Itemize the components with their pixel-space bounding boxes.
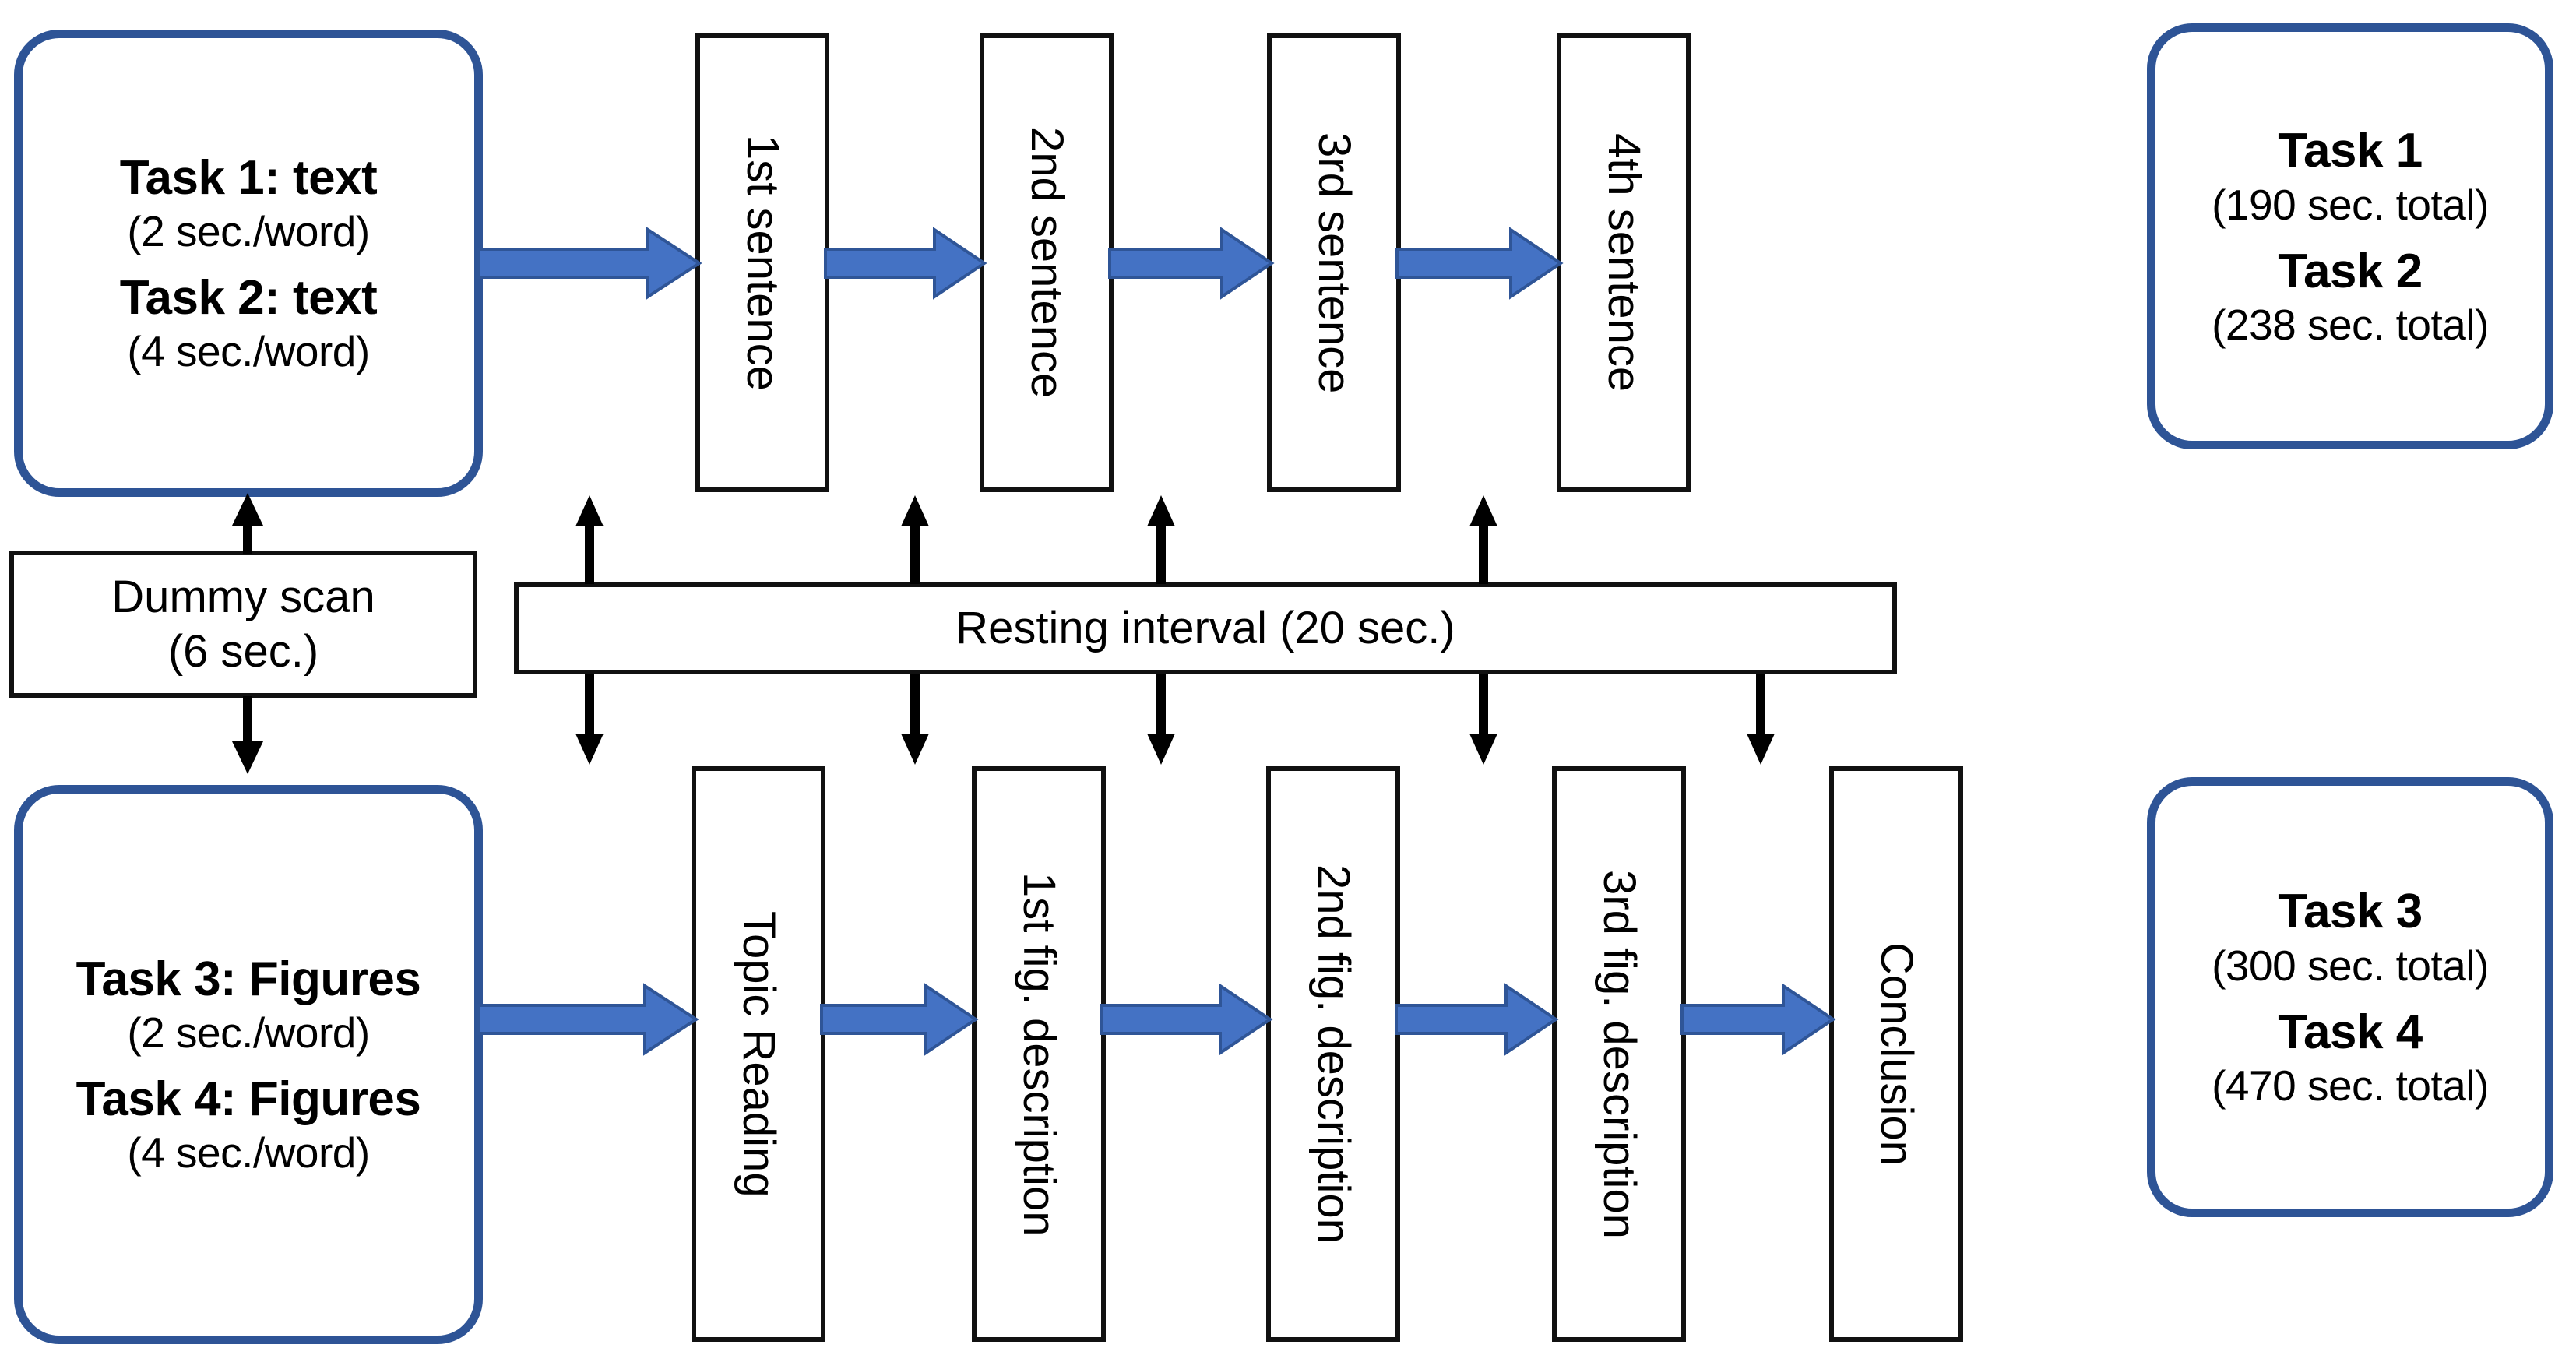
step-label: 4th sentence xyxy=(1599,133,1649,392)
text-totals-box: Task 1 (190 sec. total) Task 2 (238 sec.… xyxy=(2147,23,2553,449)
task3-total-label: Task 3 xyxy=(2278,885,2423,939)
step-1st-fig-description: 1st fig. description xyxy=(972,766,1106,1342)
task4-rate: (4 sec./word) xyxy=(127,1128,370,1177)
task1-rate: (2 sec./word) xyxy=(127,207,370,256)
dummy-scan-down-arrow xyxy=(226,696,269,774)
dummy-scan-up-arrow xyxy=(226,493,269,554)
rest-up-arrow-2 xyxy=(1143,495,1179,584)
task1-total-label: Task 1 xyxy=(2278,124,2423,178)
step-label: Topic Reading xyxy=(734,910,784,1198)
resting-interval-label: Resting interval (20 sec.) xyxy=(955,603,1455,654)
dummy-scan-duration: (6 sec.) xyxy=(167,625,319,677)
step-topic-reading: Topic Reading xyxy=(692,766,825,1342)
resting-interval-bar: Resting interval (20 sec.) xyxy=(514,582,1897,674)
step-conclusion: Conclusion xyxy=(1829,766,1963,1342)
rest-up-arrow-3 xyxy=(1466,495,1501,584)
dummy-scan-label: Dummy scan xyxy=(111,571,375,622)
step-3rd-sentence: 3rd sentence xyxy=(1267,33,1401,492)
step-label: 2nd sentence xyxy=(1022,127,1072,399)
rest-down-arrow-2 xyxy=(1143,674,1179,765)
step-label: 3rd sentence xyxy=(1309,132,1360,394)
text-condition-box: Task 1: text (2 sec./word) Task 2: text … xyxy=(14,30,483,497)
step-label: 1st fig. description xyxy=(1014,871,1065,1237)
step-3rd-fig-description: 3rd fig. description xyxy=(1552,766,1686,1342)
task1-total-value: (190 sec. total) xyxy=(2212,180,2489,229)
task4-total-label: Task 4 xyxy=(2278,1005,2423,1059)
task2-total-value: (238 sec. total) xyxy=(2212,300,2489,349)
task1-label: Task 1: text xyxy=(119,150,378,205)
task3-total-value: (300 sec. total) xyxy=(2212,941,2489,990)
task4-total-value: (470 sec. total) xyxy=(2212,1061,2489,1110)
rest-down-arrow-1 xyxy=(897,674,933,765)
rest-down-arrow-0 xyxy=(572,674,607,765)
figures-totals-box: Task 3 (300 sec. total) Task 4 (470 sec.… xyxy=(2147,777,2553,1217)
task4-label: Task 4: Figures xyxy=(76,1072,421,1126)
step-label: 2nd fig. description xyxy=(1308,864,1359,1244)
task2-label: Task 2: text xyxy=(119,271,378,325)
step-label: Conclusion xyxy=(1871,942,1922,1166)
rest-up-arrow-1 xyxy=(897,495,933,584)
task3-label: Task 3: Figures xyxy=(76,952,421,1006)
step-4th-sentence: 4th sentence xyxy=(1557,33,1691,492)
rest-up-arrow-0 xyxy=(572,495,607,584)
dummy-scan-box: Dummy scan (6 sec.) xyxy=(9,551,477,698)
rest-down-arrow-4 xyxy=(1743,674,1779,765)
task2-total-label: Task 2 xyxy=(2278,244,2423,298)
step-2nd-fig-description: 2nd fig. description xyxy=(1266,766,1400,1342)
step-2nd-sentence: 2nd sentence xyxy=(980,33,1114,492)
rest-down-arrow-3 xyxy=(1466,674,1501,765)
step-1st-sentence: 1st sentence xyxy=(695,33,829,492)
step-label: 1st sentence xyxy=(737,135,788,391)
task3-rate: (2 sec./word) xyxy=(127,1008,370,1058)
step-label: 3rd fig. description xyxy=(1594,869,1645,1239)
figures-condition-box: Task 3: Figures (2 sec./word) Task 4: Fi… xyxy=(14,785,483,1344)
task2-rate: (4 sec./word) xyxy=(127,327,370,376)
